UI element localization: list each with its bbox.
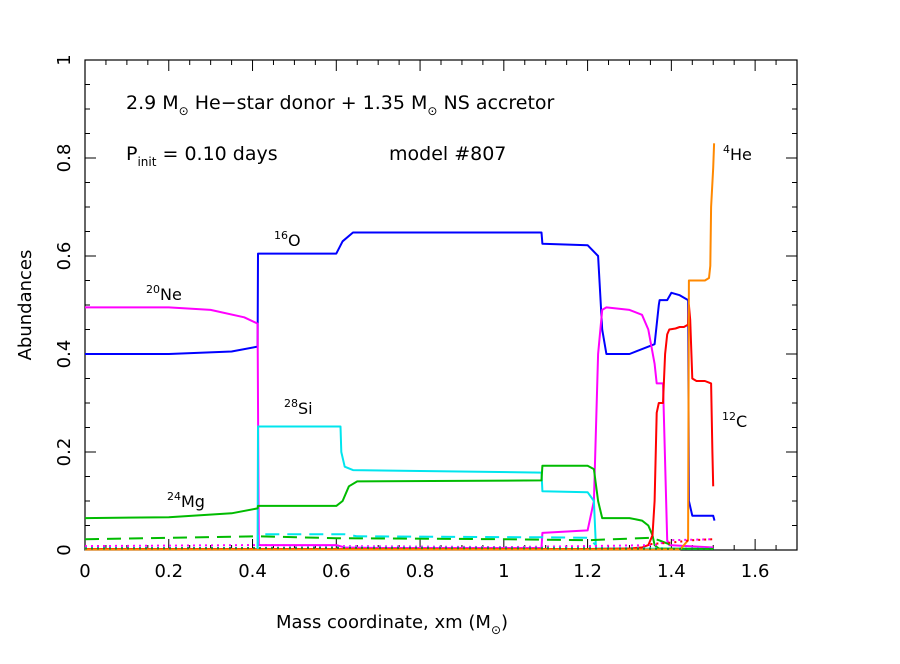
- x-axis-label: Mass coordinate, xm (M⊙): [276, 612, 508, 637]
- series-line-si-dashed: [256, 533, 597, 550]
- x-tick-label: 1.6: [741, 561, 770, 582]
- model-label: model #807: [389, 143, 506, 165]
- series-line-12C: [85, 304, 715, 550]
- y-tick-label: 0.6: [54, 242, 75, 271]
- axis-ticks: [84, 59, 797, 551]
- sun-symbol-1: ⊙: [179, 104, 189, 118]
- label-4He: 4He: [723, 143, 752, 164]
- label-20Ne: 20Ne: [146, 283, 182, 304]
- y-tick-label: 0.4: [54, 340, 75, 369]
- series-layer: [84, 143, 716, 551]
- sun-symbol-2: ⊙: [427, 104, 437, 118]
- chart-title-line2: Pinit = 0.10 days: [126, 143, 278, 169]
- x-tick-label: 0: [79, 561, 90, 582]
- series-line-20Ne: [85, 306, 714, 549]
- x-tick-label: 0.8: [406, 561, 435, 582]
- plot-frame: [84, 59, 798, 551]
- y-tick-label: 1: [54, 54, 75, 65]
- chart-title-line1: 2.9 M⊙ He−star donor + 1.35 M⊙ NS accret…: [126, 92, 555, 118]
- tick-labels: 0 0.2 0.4 0.6 0.8 1 1.2 1.4 1.6 0 0.2 0.4 0.6 0.8 1: [54, 54, 769, 582]
- series-line-24Mg: [84, 464, 714, 550]
- x-tick-label: 1.2: [573, 561, 602, 582]
- series-line-red-dotted: [650, 538, 714, 546]
- y-axis-label: Abundances: [15, 250, 36, 361]
- label-28Si: 28Si: [284, 397, 313, 418]
- x-tick-label: 0.6: [322, 561, 351, 582]
- series-line-28Si: [85, 425, 714, 550]
- y-tick-label: 0.2: [54, 438, 75, 467]
- label-24Mg: 24Mg: [167, 490, 205, 511]
- y-tick-label: 0: [54, 544, 75, 555]
- series-line-mg-dashed: [84, 535, 672, 547]
- label-16O: 16O: [274, 229, 301, 250]
- x-tick-label: 1: [498, 561, 509, 582]
- x-tick-label: 0.4: [238, 561, 267, 582]
- label-12C: 12C: [722, 410, 747, 431]
- x-tick-label: 0.2: [154, 561, 183, 582]
- x-tick-label: 1.4: [657, 561, 686, 582]
- series-line-dark-dotted: [84, 547, 714, 550]
- series-line-16O: [85, 231, 716, 521]
- series-line-4He: [85, 143, 716, 551]
- y-tick-label: 0.8: [54, 144, 75, 173]
- sun-symbol-x: ⊙: [491, 623, 501, 637]
